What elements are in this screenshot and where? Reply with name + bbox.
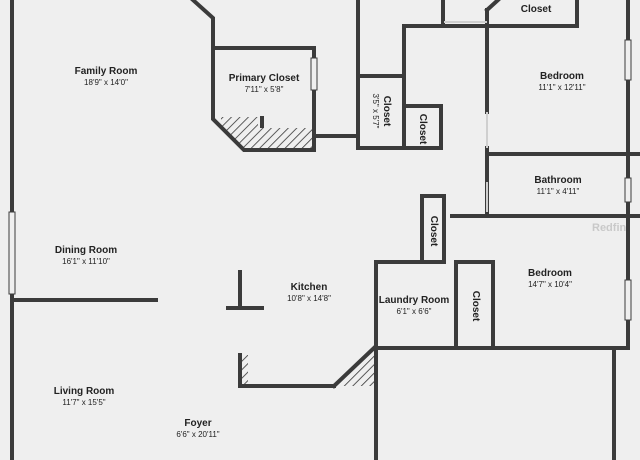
- room-closet-top: Closet: [521, 4, 552, 16]
- room-bedroom-2: Bedroom 14'7" x 10'4": [528, 268, 572, 290]
- room-closet-c: Closet: [427, 216, 439, 247]
- room-name: Closet: [381, 95, 392, 127]
- room-kitchen: Kitchen 10'8" x 14'8": [287, 282, 331, 304]
- watermark: Redfin: [592, 222, 627, 234]
- room-name: Kitchen: [290, 282, 328, 293]
- room-dims: 11'1" x 4'11": [536, 187, 580, 196]
- room-name: Closet: [520, 4, 552, 15]
- room-closet-d: Closet: [469, 291, 481, 322]
- room-name: Family Room: [74, 66, 138, 77]
- room-bedroom-1: Bedroom 11'1" x 12'11": [538, 71, 585, 93]
- wall-diagonal-top: [190, 0, 215, 50]
- room-name: Bedroom: [540, 71, 584, 82]
- room-name: Bathroom: [534, 175, 582, 186]
- room-dims: 7'11" x 5'8": [244, 85, 284, 94]
- room-dims: 14'7" x 10'4": [528, 280, 572, 289]
- hatched-area-closet: [221, 117, 312, 150]
- wall-closet-d: [454, 260, 495, 350]
- wall-closet-b: [402, 104, 443, 150]
- room-name: Closet: [428, 215, 439, 247]
- window-closet: [310, 57, 318, 91]
- room-name: Living Room: [53, 386, 115, 397]
- room-name: Bedroom: [528, 268, 572, 279]
- room-closet-b: Closet: [416, 114, 428, 145]
- room-dims: 11'1" x 12'11": [538, 83, 586, 92]
- window-bedroom-1: [624, 39, 632, 81]
- hatched-area-pantry: [240, 355, 248, 385]
- room-bathroom: Bathroom 11'1" x 4'11": [534, 175, 581, 197]
- room-laundry-room: Laundry Room 6'1" x 6'6": [379, 295, 450, 317]
- room-dims: 10'8" x 14'8": [287, 294, 331, 303]
- window-bedroom-2: [624, 279, 632, 321]
- room-dims: 6'6" x 20'11": [176, 430, 220, 439]
- wall-laundry: [374, 260, 458, 350]
- room-name: Dining Room: [54, 245, 118, 256]
- wall-kitchen-pantry: [238, 353, 336, 388]
- room-family-room: Family Room 18'9" x 14'0": [75, 66, 138, 88]
- room-name: Foyer: [184, 418, 212, 429]
- room-dims: 3'5" x 5'7": [371, 93, 380, 129]
- wall-kitchen-diagonal: [331, 345, 377, 389]
- room-dims: 18'9" x 14'0": [84, 78, 128, 87]
- room-primary-closet: Primary Closet 7'11" x 5'8": [229, 73, 300, 95]
- room-dims: 6'1" x 6'6": [396, 307, 432, 316]
- wall-closet-c: [374, 194, 446, 264]
- room-dining-room: Dining Room 16'1" x 11'10": [55, 245, 117, 267]
- room-dims: 16'1" x 11'10": [62, 257, 110, 266]
- wall-kitchen-stub: [226, 270, 264, 310]
- room-dims: 11'7" x 15'5": [62, 398, 106, 407]
- window-left: [8, 211, 16, 295]
- wall-lower-block: [374, 346, 616, 460]
- room-name: Closet: [417, 113, 428, 145]
- room-name: Closet: [470, 290, 481, 322]
- room-living-room: Living Room 11'7" x 15'5": [54, 386, 115, 408]
- room-foyer: Foyer 6'6" x 20'11": [176, 418, 219, 440]
- wall-primary-closet: [211, 46, 316, 152]
- window-bathroom: [624, 177, 632, 203]
- room-name: Primary Closet: [228, 73, 300, 84]
- room-closet-small: Closet 3'5" x 5'7": [370, 94, 392, 129]
- room-name: Laundry Room: [378, 295, 450, 306]
